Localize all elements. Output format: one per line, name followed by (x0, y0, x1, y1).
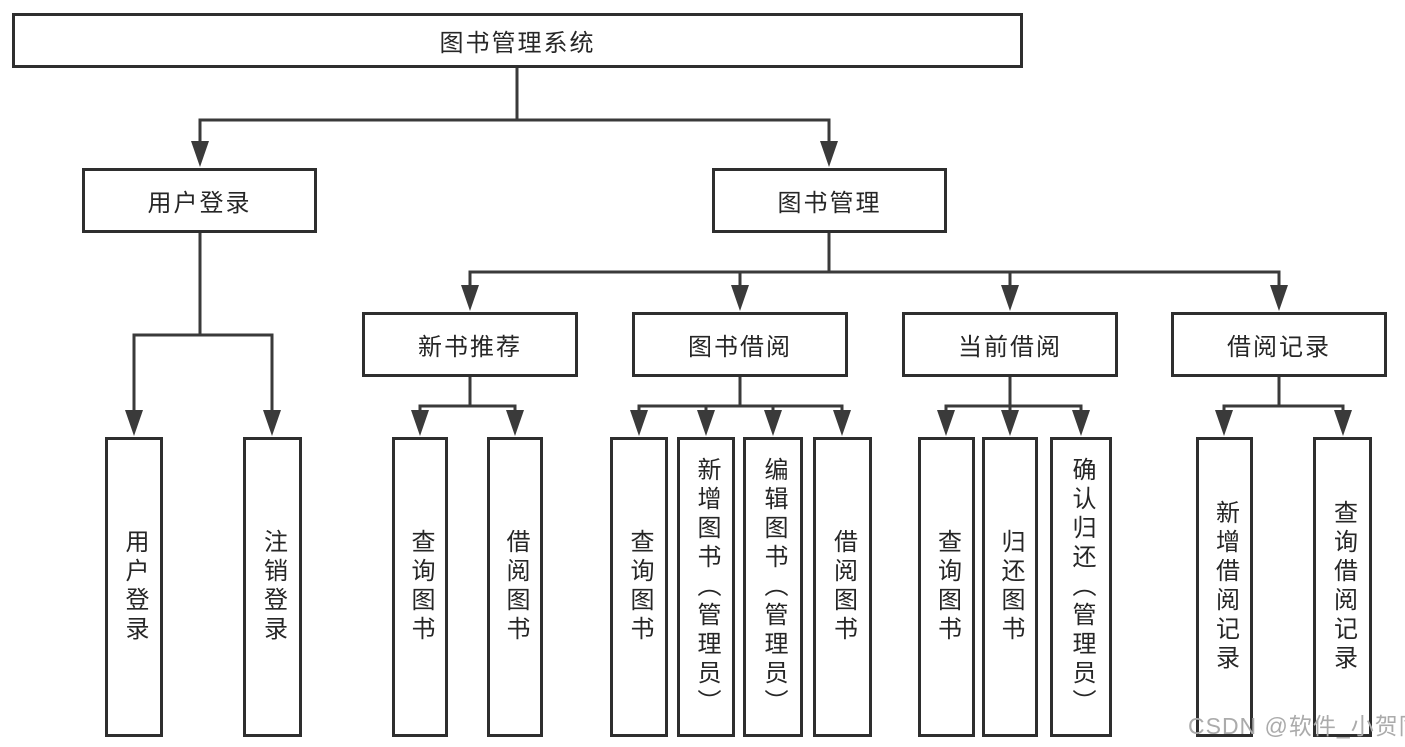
leaf-query-borrow-record-label: 查询借阅记录 (1329, 500, 1357, 674)
arrow-head-icon (820, 141, 838, 167)
leaf-edit-books-admin-label: 编辑图书（管理员） (760, 456, 787, 718)
leaf-query-borrow-record: 查询借阅记录 (1313, 437, 1372, 737)
leaf-add-books-admin-label: 新增图书（管理员） (693, 456, 720, 718)
arrow-head-icon (833, 410, 851, 436)
arrow-head-icon (191, 141, 209, 167)
leaf-user-login-label: 用户登录 (121, 529, 148, 645)
arrow-head-icon (1334, 410, 1352, 436)
leaf-borrow-books-rec-label: 借阅图书 (502, 529, 529, 645)
leaf-return-books: 归还图书 (982, 437, 1038, 737)
connector-records-to-leaves (1222, 377, 1345, 416)
arrow-head-icon (697, 410, 715, 436)
leaf-add-books-admin: 新增图书（管理员） (677, 437, 735, 737)
leaf-edit-books-admin: 编辑图书（管理员） (743, 437, 803, 737)
node-book-management-label: 图书管理 (777, 190, 882, 217)
arrow-head-icon (1270, 285, 1288, 311)
leaf-borrow-books-label: 借阅图书 (829, 529, 857, 645)
leaf-add-borrow-record: 新增借阅记录 (1196, 437, 1253, 737)
leaf-logout: 注销登录 (243, 437, 302, 737)
leaf-logout-label: 注销登录 (259, 529, 287, 645)
arrow-head-icon (1072, 410, 1090, 436)
leaf-confirm-return-admin: 确认归还（管理员） (1050, 437, 1112, 737)
node-borrow-records-label: 借阅记录 (1227, 334, 1331, 361)
leaf-query-books-current: 查询图书 (918, 437, 975, 737)
leaf-borrow-books: 借阅图书 (813, 437, 872, 737)
leaf-return-books-label: 归还图书 (997, 529, 1024, 645)
node-borrow-records: 借阅记录 (1171, 312, 1387, 377)
leaf-borrow-books-rec: 借阅图书 (487, 437, 543, 737)
node-current-borrow-label: 当前借阅 (958, 334, 1062, 361)
node-book-borrow-label: 图书借阅 (688, 334, 792, 361)
arrow-head-icon (461, 285, 479, 311)
arrow-head-icon (630, 410, 648, 436)
node-new-book-recommend-label: 新书推荐 (418, 334, 522, 361)
node-book-borrow: 图书借阅 (632, 312, 848, 377)
leaf-user-login: 用户登录 (105, 437, 163, 737)
leaf-query-books-rec-label: 查询图书 (407, 529, 434, 645)
node-root: 图书管理系统 (12, 13, 1023, 68)
leaf-query-books-borrow: 查询图书 (610, 437, 668, 737)
leaf-query-books-current-label: 查询图书 (933, 529, 961, 645)
node-user-login: 用户登录 (82, 168, 317, 233)
leaf-query-books-rec: 查询图书 (392, 437, 448, 737)
leaf-confirm-return-admin-label: 确认归还（管理员） (1068, 456, 1095, 718)
node-root-label: 图书管理系统 (439, 30, 596, 57)
arrow-head-icon (1215, 410, 1233, 436)
arrow-head-icon (1001, 285, 1019, 311)
arrow-head-icon (263, 410, 281, 436)
node-book-management: 图书管理 (712, 168, 947, 233)
leaf-add-borrow-record-label: 新增借阅记录 (1211, 500, 1239, 674)
leaf-query-books-borrow-label: 查询图书 (626, 529, 653, 645)
connector-login-to-leaves (132, 233, 274, 415)
arrow-head-icon (1001, 410, 1019, 436)
connector-mgmt-to-level3 (468, 233, 1281, 290)
arrow-head-icon (506, 410, 524, 436)
arrowheads (125, 141, 1352, 436)
arrow-head-icon (731, 285, 749, 311)
node-current-borrow: 当前借阅 (902, 312, 1118, 377)
csdn-watermark: CSDN @软件_小贺同学 (1188, 713, 1405, 739)
arrow-head-icon (764, 410, 782, 436)
connector-borrow-to-leaves (637, 377, 844, 416)
node-user-login-label: 用户登录 (147, 190, 252, 217)
arrow-head-icon (411, 410, 429, 436)
node-new-book-recommend: 新书推荐 (362, 312, 578, 377)
connector-root-to-level2 (198, 68, 831, 145)
arrow-head-icon (937, 410, 955, 436)
connector-rec-to-leaves (418, 377, 517, 416)
arrow-head-icon (125, 410, 143, 436)
